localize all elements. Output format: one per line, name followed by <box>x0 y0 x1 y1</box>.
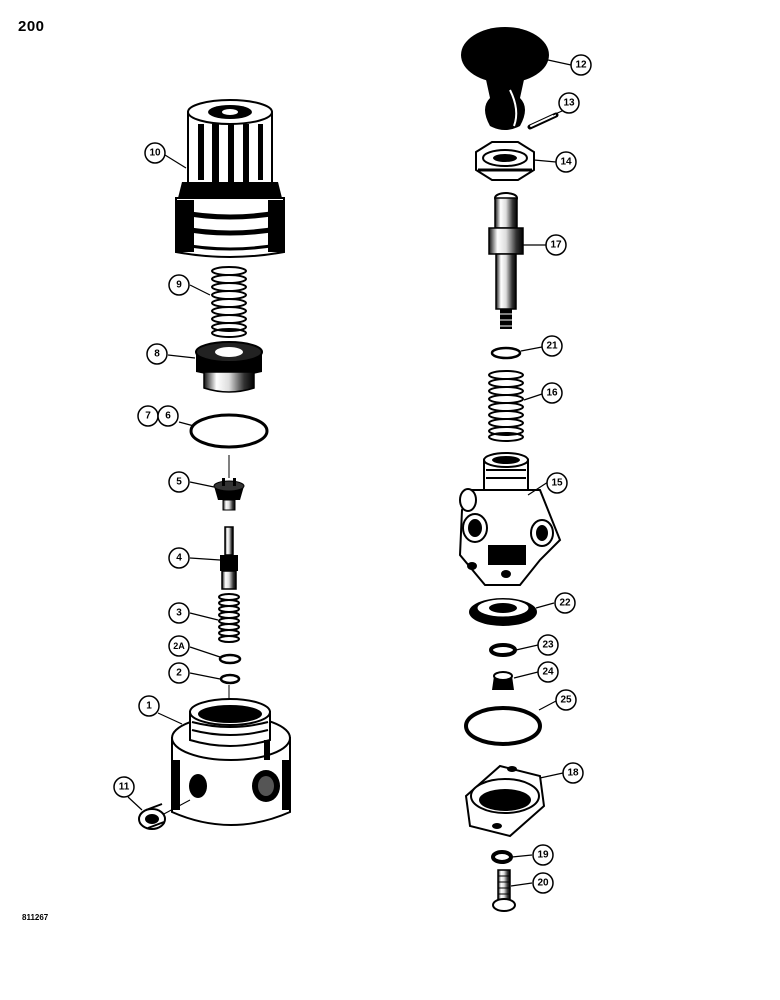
svg-text:1: 1 <box>146 701 152 712</box>
callout-12: 12 <box>570 54 592 76</box>
svg-text:2A: 2A <box>173 641 185 651</box>
svg-text:16: 16 <box>546 388 558 399</box>
svg-text:10: 10 <box>149 148 161 159</box>
callout-8: 8 <box>146 343 168 365</box>
part-2a-washer <box>218 653 242 665</box>
svg-text:6: 6 <box>165 411 171 422</box>
part-9-spring <box>211 266 247 338</box>
part-2-o-ring <box>219 673 241 685</box>
part-25-gasket <box>464 706 542 746</box>
svg-text:13: 13 <box>563 98 575 109</box>
part-22-seal <box>469 598 537 626</box>
part-16-spring <box>488 370 524 442</box>
callout-10: 10 <box>144 142 166 164</box>
callout-24: 24 <box>537 661 559 683</box>
svg-text:24: 24 <box>542 667 554 678</box>
callout-16: 16 <box>541 382 563 404</box>
callout-13: 13 <box>558 92 580 114</box>
part-5-valve <box>213 478 245 511</box>
callout-3: 3 <box>168 602 190 624</box>
callout-4: 4 <box>168 547 190 569</box>
figure-code: 811267 <box>22 913 49 922</box>
callout-25: 25 <box>555 689 577 711</box>
callout-23: 23 <box>537 634 559 656</box>
callout-2a: 2A <box>168 635 190 657</box>
callout-5: 5 <box>168 471 190 493</box>
callout-7: 7 <box>137 405 159 427</box>
svg-text:21: 21 <box>546 341 558 352</box>
svg-text:25: 25 <box>560 695 572 706</box>
svg-text:11: 11 <box>119 782 130 793</box>
callout-21: 21 <box>541 335 563 357</box>
page-number: 200 <box>18 18 45 35</box>
part-14-jam-nut <box>475 141 535 181</box>
part-19-lock-washer <box>491 850 513 864</box>
callout-2: 2 <box>168 662 190 684</box>
part-6-7-o-ring <box>189 413 269 449</box>
part-24-nut <box>492 671 514 690</box>
callout-22: 22 <box>554 592 576 614</box>
svg-text:5: 5 <box>176 477 182 488</box>
svg-text:23: 23 <box>542 640 554 651</box>
part-15-pump-body <box>458 452 562 586</box>
callout-14: 14 <box>555 151 577 173</box>
part-3-spring <box>218 593 240 643</box>
svg-text:7: 7 <box>145 411 151 422</box>
svg-text:19: 19 <box>537 850 549 861</box>
part-12-knob <box>461 27 549 130</box>
svg-text:9: 9 <box>176 280 182 291</box>
callout-17: 17 <box>545 234 567 256</box>
part-20-bolt <box>492 869 516 912</box>
svg-text:12: 12 <box>575 60 587 71</box>
part-8-piston <box>195 341 263 393</box>
part-10-adjusting-cap <box>175 99 285 258</box>
callout-19: 19 <box>532 844 554 866</box>
svg-text:18: 18 <box>567 768 579 779</box>
svg-text:2: 2 <box>176 668 182 679</box>
svg-text:15: 15 <box>551 478 563 489</box>
part-23-washer <box>489 643 517 657</box>
callout-20: 20 <box>532 872 554 894</box>
svg-text:4: 4 <box>176 553 182 564</box>
callout-11: 11 <box>113 776 135 798</box>
svg-text:20: 20 <box>537 878 549 889</box>
svg-text:3: 3 <box>176 608 182 619</box>
part-4-stem <box>220 526 238 590</box>
part-18-cover <box>464 764 546 838</box>
part-21-o-ring <box>490 346 522 360</box>
callout-1: 1 <box>138 695 160 717</box>
part-17-plunger <box>488 192 524 329</box>
part-1-body <box>171 698 291 826</box>
callout-9: 9 <box>168 274 190 296</box>
callout-6: 6 <box>157 405 179 427</box>
callout-18: 18 <box>562 762 584 784</box>
callout-15: 15 <box>546 472 568 494</box>
svg-text:14: 14 <box>560 157 572 168</box>
svg-text:17: 17 <box>550 240 562 251</box>
part-11-plug <box>138 799 191 830</box>
svg-text:8: 8 <box>154 349 160 360</box>
svg-text:22: 22 <box>559 598 571 609</box>
